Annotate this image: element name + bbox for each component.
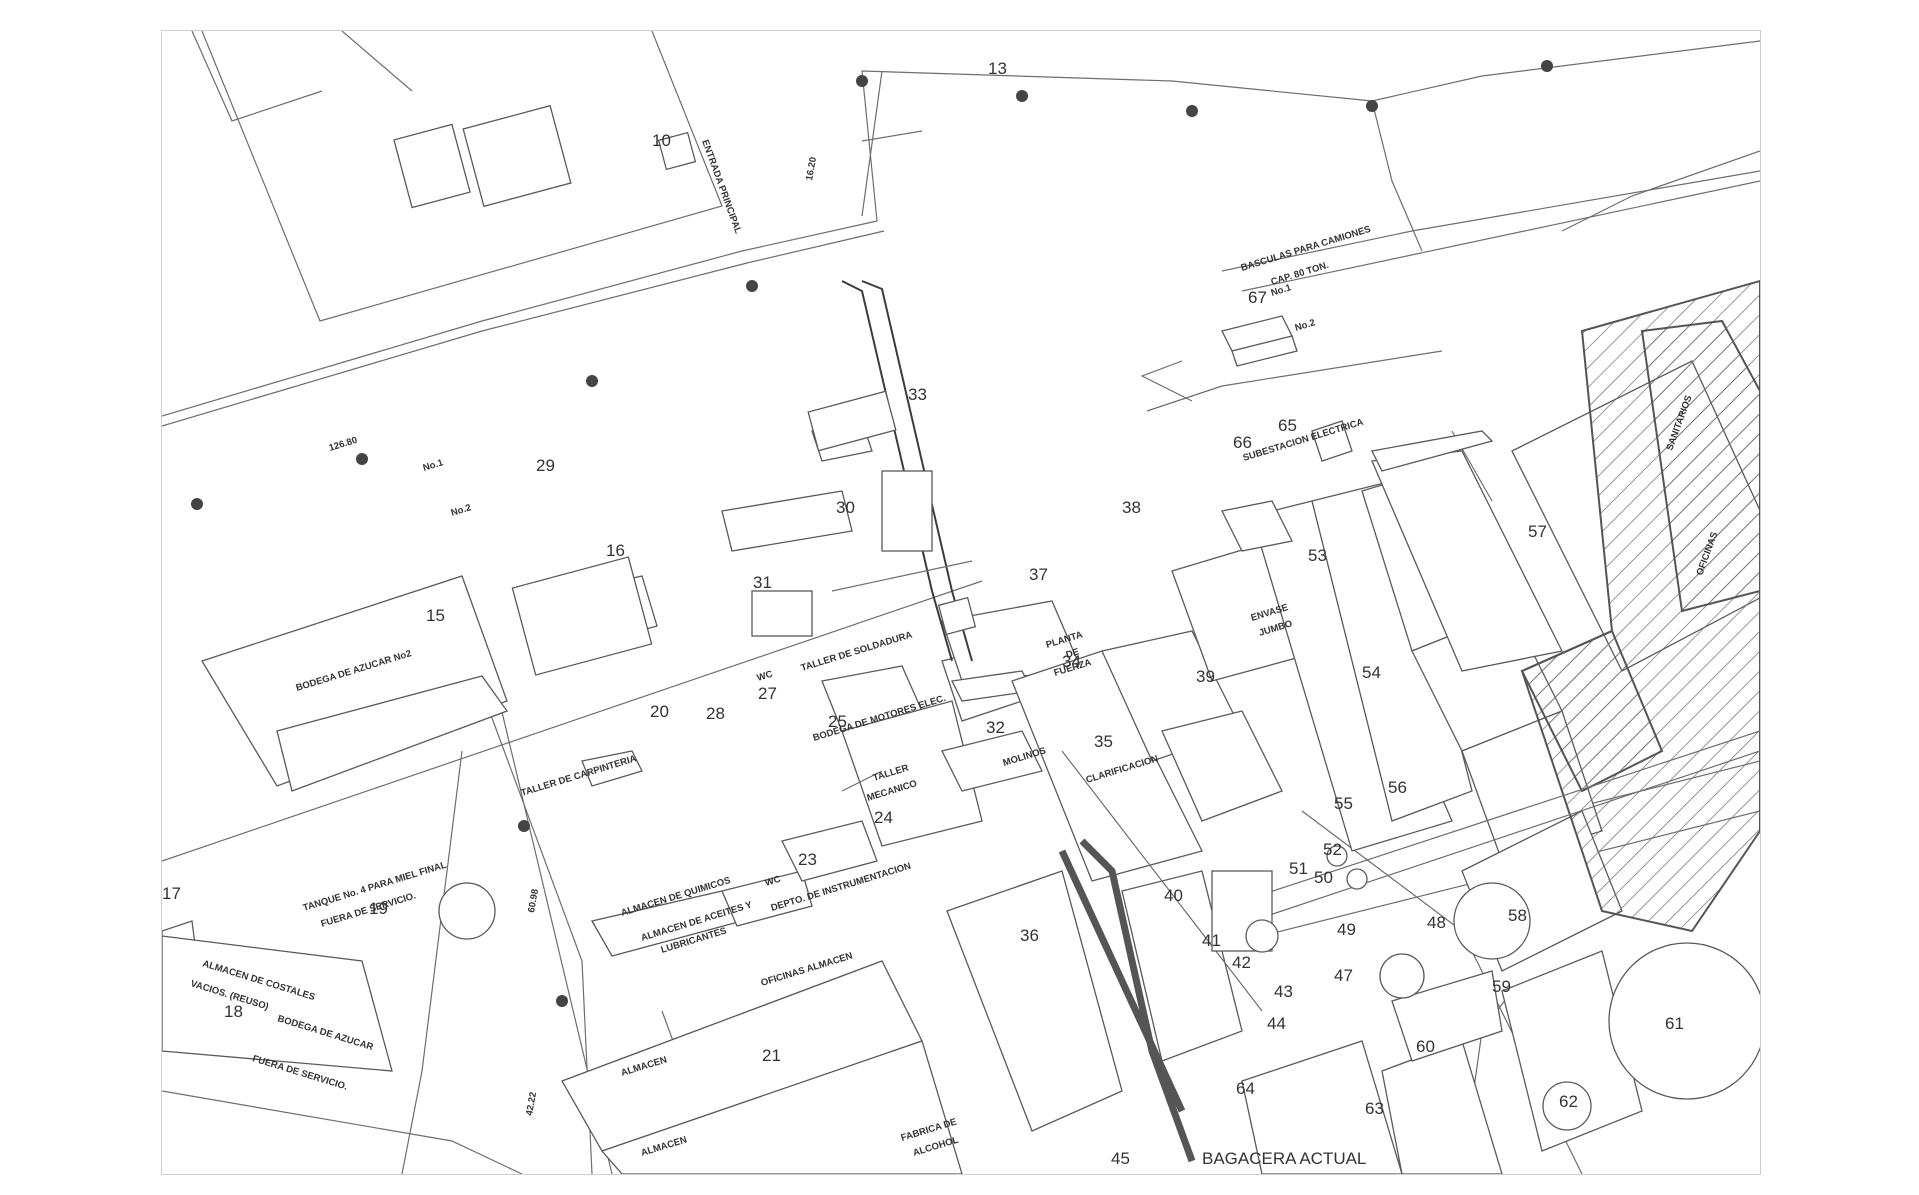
label-planta-2: DE (1065, 646, 1081, 660)
label-54: 54 (1362, 663, 1381, 682)
label-17: 17 (162, 884, 181, 903)
label-61: 61 (1665, 1014, 1684, 1033)
label-no1: No.1 (422, 457, 446, 474)
label-25: 25 (828, 712, 847, 731)
label-63: 63 (1365, 1099, 1384, 1118)
label-50: 50 (1314, 868, 1333, 887)
label-59: 59 (1492, 977, 1511, 996)
label-dim-16: 16.20 (804, 156, 819, 181)
label-53: 53 (1308, 546, 1327, 565)
label-entrada-principal: ENTRADA PRINCIPAL (699, 138, 743, 235)
label-bascula-no2: No.2 (1294, 317, 1317, 334)
label-66: 66 (1233, 433, 1252, 452)
buildings (162, 315, 1760, 1174)
label-13: 13 (988, 59, 1007, 78)
label-31: 31 (753, 573, 772, 592)
label-23: 23 (798, 850, 817, 869)
label-27: 27 (758, 684, 777, 703)
label-33: 33 (908, 385, 927, 404)
label-35: 35 (1094, 732, 1113, 751)
label-62: 62 (1559, 1092, 1578, 1111)
label-47: 47 (1334, 966, 1353, 985)
label-30: 30 (836, 498, 855, 517)
label-dim-60: 60.98 (526, 888, 541, 913)
label-40: 40 (1164, 886, 1183, 905)
label-36: 36 (1020, 926, 1039, 945)
label-64: 64 (1236, 1079, 1255, 1098)
label-43: 43 (1274, 982, 1293, 1001)
label-49: 49 (1337, 920, 1356, 939)
label-no2: No.2 (450, 502, 473, 519)
label-15: 15 (426, 606, 445, 625)
label-67: 67 (1248, 288, 1267, 307)
label-51: 51 (1289, 859, 1308, 878)
label-dim-126: 126.80 (328, 435, 359, 454)
label-34: 34 (1062, 652, 1081, 671)
label-bagacera: BAGACERA ACTUAL (1202, 1149, 1366, 1168)
label-39: 39 (1196, 667, 1215, 686)
fence-posts (191, 60, 1553, 1007)
label-19: 19 (369, 899, 388, 918)
label-20: 20 (650, 702, 669, 721)
detail-blocks (393, 104, 1760, 1131)
label-57: 57 (1528, 522, 1547, 541)
label-32: 32 (986, 718, 1005, 737)
label-16: 16 (606, 541, 625, 560)
label-10: 10 (652, 131, 671, 150)
label-42: 42 (1232, 953, 1251, 972)
label-wc-2: WC (756, 669, 774, 684)
label-52: 52 (1323, 840, 1342, 859)
label-28: 28 (706, 704, 725, 723)
label-dim-42: 42.22 (524, 1091, 539, 1116)
label-wc-1: WC (764, 874, 782, 889)
label-55: 55 (1334, 794, 1353, 813)
label-45: 45 (1111, 1149, 1130, 1168)
label-44: 44 (1267, 1014, 1286, 1033)
label-65: 65 (1278, 416, 1297, 435)
label-37: 37 (1029, 565, 1048, 584)
building-numbers: 10 13 15 16 17 18 19 20 21 23 24 25 27 2… (162, 59, 1684, 1168)
label-29: 29 (536, 456, 555, 475)
label-48: 48 (1427, 913, 1446, 932)
label-18: 18 (224, 1002, 243, 1021)
label-38: 38 (1122, 498, 1141, 517)
hatched-zones (1520, 279, 1760, 933)
label-41: 41 (1202, 931, 1221, 950)
label-24: 24 (874, 808, 893, 827)
label-21: 21 (762, 1046, 781, 1065)
label-56: 56 (1388, 778, 1407, 797)
label-58: 58 (1508, 906, 1527, 925)
label-60: 60 (1416, 1037, 1435, 1056)
site-plan-drawing: 10 13 15 16 17 18 19 20 21 23 24 25 27 2… (162, 31, 1760, 1174)
site-plan-frame: 10 13 15 16 17 18 19 20 21 23 24 25 27 2… (161, 30, 1761, 1175)
